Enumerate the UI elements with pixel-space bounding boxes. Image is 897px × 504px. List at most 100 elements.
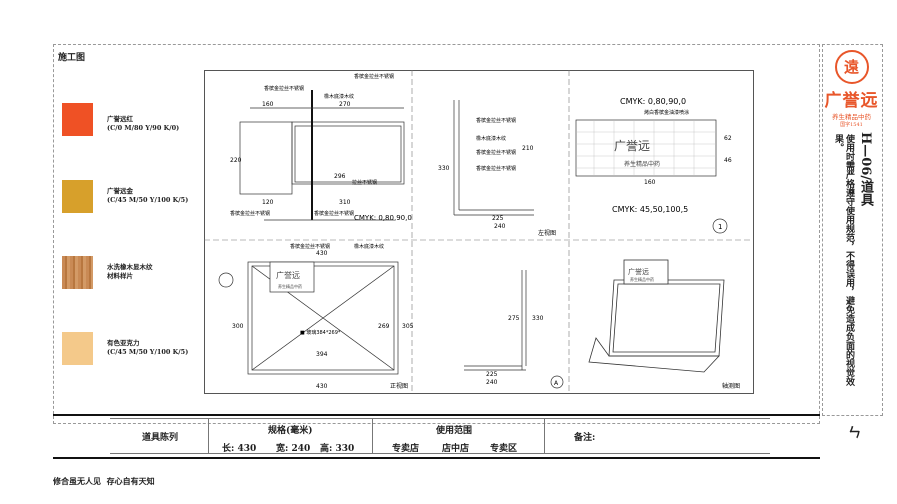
label-cmyk-panel-1: CMYK: 0,80,90,0 <box>620 97 686 106</box>
spec-header: 规格(毫米) <box>268 426 313 436</box>
label-stainless-plan-1: 香槟金拉丝不锈钢 <box>264 85 304 92</box>
material-label-red: 广誉远红(C/0 M/80 Y/90 K/0) <box>107 115 180 132</box>
usage-notice: 使用时需严格遵守使用规范，不得误用，避免造成负面的视觉效果。 <box>833 134 854 386</box>
table-top-rule <box>53 414 820 416</box>
dim-240-section: 240 <box>486 379 498 386</box>
dim-160-panel: 160 <box>644 179 656 186</box>
dim-330-left: 330 <box>438 165 450 172</box>
swatch-red <box>62 103 93 136</box>
sidebar-frame <box>822 44 883 416</box>
dim-269-front: 269 <box>378 323 390 330</box>
brand-badge-icon: 遠 <box>834 50 869 84</box>
dim-225-section: 225 <box>486 371 498 378</box>
dim-296-plan: 296 <box>334 173 346 180</box>
brand-mark: 国字1541 <box>840 122 863 128</box>
front-logo-sub: 养生精品中药 <box>278 283 302 289</box>
table-divider-3 <box>544 418 545 454</box>
axon-logo-sub: 养生精品中药 <box>630 276 654 282</box>
usage-2: 店中店 <box>442 444 470 454</box>
brand-tagline: 养生精品中药 <box>832 113 871 121</box>
dim-394-front: 394 <box>316 351 328 358</box>
spec-height: 高: 330 <box>320 444 355 454</box>
usage-header: 使用范围 <box>436 426 473 436</box>
label-stainless-left-2: 香槟金拉丝不锈钢 <box>476 149 516 156</box>
label-back-panel: 烤白香槟金油漆喷涂 <box>644 109 689 116</box>
label-front-view: 正视图 <box>390 382 408 390</box>
spec-width: 宽: 240 <box>276 444 311 454</box>
dim-160-plan: 160 <box>262 101 274 108</box>
label-cmyk-panel-2: CMYK: 45,50,100,5 <box>612 205 688 214</box>
dim-330-section: 330 <box>532 315 544 322</box>
dim-62-panel: 62 <box>724 135 732 142</box>
material-label-acrylic: 有色亚克力(C/45 M/50 Y/100 K/5) <box>107 339 189 356</box>
brand-name: 广誉远 <box>824 91 879 111</box>
axon-logo-name: 广誉远 <box>628 267 649 276</box>
label-stainless-plan-3: 香槟金拉丝不锈钢 <box>314 210 354 217</box>
section-view <box>464 270 527 371</box>
dim-210-left: 210 <box>522 145 534 152</box>
drawing-area <box>204 70 754 394</box>
front-view <box>247 261 399 375</box>
material-label-gold: 广誉远金(C/45 M/50 Y/100 K/5) <box>107 187 189 204</box>
material-label-oak: 水洗橡木显木纹材料样片 <box>107 263 153 280</box>
dim-430-front-top: 430 <box>316 250 328 257</box>
axon-view <box>588 259 725 373</box>
section-mark-a <box>550 375 564 389</box>
table-divider-2 <box>372 418 373 454</box>
plan-view <box>239 90 405 221</box>
section-mark-front <box>218 272 234 288</box>
usage-3: 专卖区 <box>490 444 518 454</box>
corner-mark-icon: ㄣ <box>848 426 862 441</box>
dim-240-left: 240 <box>494 223 506 230</box>
label-glass: ■ 玻璃384*269* <box>300 329 341 336</box>
sheet-frame <box>53 44 820 424</box>
dim-300-front: 300 <box>232 323 244 330</box>
label-oak-plan: 橡木底漆木纹 <box>324 93 354 100</box>
table-row-title: 道具陈列 <box>142 433 179 443</box>
section-mark-1 <box>712 218 728 234</box>
swatch-gold <box>62 180 93 213</box>
table-divider-1 <box>208 418 209 454</box>
dim-46-panel: 46 <box>724 157 732 164</box>
spec-length: 长: 430 <box>222 444 257 454</box>
swatch-oak <box>62 256 93 289</box>
label-stainless-left-3: 香槟金拉丝不锈钢 <box>476 165 516 172</box>
dim-430-front-bottom: 430 <box>316 383 328 390</box>
footer-motto: 修合虽无人见 存心自有天知 <box>53 476 155 486</box>
label-stainless-left-1: 香槟金拉丝不锈钢 <box>476 117 516 124</box>
table-bottom-thin-rule <box>110 453 770 454</box>
left-view <box>453 100 534 216</box>
logo-panel-grid <box>576 120 716 176</box>
section-mark-1-label: 1 <box>718 223 722 231</box>
front-logo-name: 广誉远 <box>276 270 300 280</box>
dim-310-plan: 310 <box>339 199 351 206</box>
section-mark-a-label: A <box>554 380 559 387</box>
logo-panel-sub: 养生精品中药 <box>624 160 660 168</box>
construction-drawings: 160 270 296 310 120 220 CMYK: 0,80,90,0 … <box>204 70 752 392</box>
sheet-code: H—06/道具 <box>858 132 873 207</box>
label-decal-plan: 拉丝不锈钢 <box>352 179 377 186</box>
label-left-view: 左视图 <box>538 229 556 237</box>
dim-225-left: 225 <box>492 215 504 222</box>
dim-270-plan: 270 <box>339 101 351 108</box>
label-stainless-plan-2: 香槟金拉丝不锈钢 <box>354 73 394 80</box>
label-stainless-front-1: 香槟金拉丝不锈钢 <box>290 243 330 250</box>
table-bottom-rule <box>53 457 820 459</box>
table-top-thin-rule <box>110 418 770 419</box>
brand-logo: 遠 广誉远 养生精品中药 国字1541 <box>822 50 881 128</box>
swatch-acrylic <box>62 332 93 365</box>
label-oak-left: 橡木底漆木纹 <box>476 135 506 142</box>
label-axon-view: 轴测图 <box>722 382 740 390</box>
label-oak-front: 橡木底漆木纹 <box>354 243 384 250</box>
dim-220-plan: 220 <box>230 157 242 164</box>
label-cmyk-plan: CMYK: 0,80,90,0 <box>354 214 412 222</box>
logo-panel-name: 广誉远 <box>614 139 650 153</box>
usage-1: 专卖店 <box>392 444 420 454</box>
label-stainless-plan-4: 香槟金拉丝不锈钢 <box>230 210 270 217</box>
remark-label: 备注: <box>574 433 596 443</box>
dim-305-front: 305 <box>402 323 414 330</box>
dim-120-plan: 120 <box>262 199 274 206</box>
sheet-title: 施工图 <box>58 53 86 63</box>
dim-275-section: 275 <box>508 315 520 322</box>
logo-panel <box>575 119 717 177</box>
